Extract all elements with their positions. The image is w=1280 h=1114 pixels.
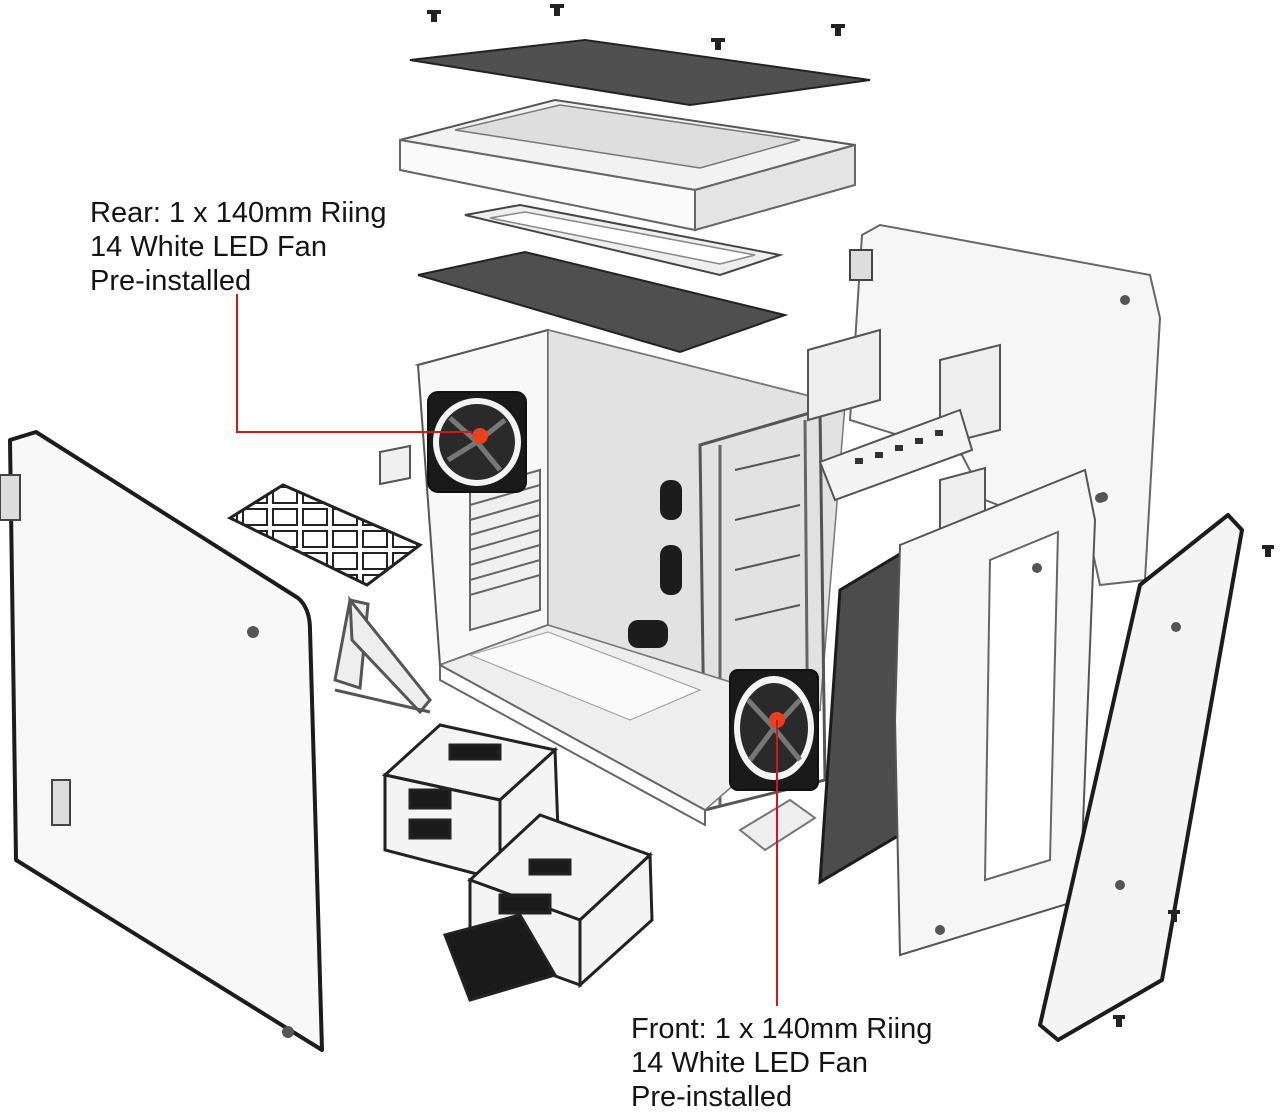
front-callout-line-1: Front: 1 x 140mm Riing bbox=[631, 1013, 933, 1045]
left-side-panel bbox=[0, 430, 324, 1052]
rear-fan bbox=[427, 391, 527, 493]
top-dust-filter bbox=[417, 250, 789, 354]
front-callout-line-3: Pre-installed bbox=[631, 1081, 793, 1113]
rear-fan-leader-line bbox=[236, 294, 472, 433]
front-bezel bbox=[893, 468, 1108, 957]
front-fan bbox=[729, 669, 819, 791]
side-screws bbox=[1113, 545, 1274, 1027]
rear-callout-line-2: 14 White LED Fan bbox=[90, 231, 327, 263]
rear-callout-line-1: Rear: 1 x 140mm Riing bbox=[90, 197, 387, 229]
front-io-panel bbox=[818, 408, 974, 502]
rear-fan-callout: Rear: 1 x 140mm Riing 14 White LED Fan P… bbox=[90, 196, 387, 298]
top-dust-filter-frame bbox=[464, 203, 784, 277]
front-callout-line-2: 14 White LED Fan bbox=[631, 1047, 868, 1079]
top-screws bbox=[427, 4, 845, 50]
rear-callout-line-3: Pre-installed bbox=[90, 265, 252, 297]
small-bracket bbox=[379, 444, 411, 486]
top-cover bbox=[399, 98, 856, 232]
gpu-support-bracket bbox=[333, 595, 432, 715]
hdd-cage-lower bbox=[443, 813, 654, 1002]
top-glass-panel bbox=[409, 38, 871, 107]
front-fan-callout: Front: 1 x 140mm Riing 14 White LED Fan … bbox=[631, 1012, 932, 1114]
front-glass-panel bbox=[1038, 513, 1244, 1042]
psu-dust-filter bbox=[226, 483, 423, 587]
